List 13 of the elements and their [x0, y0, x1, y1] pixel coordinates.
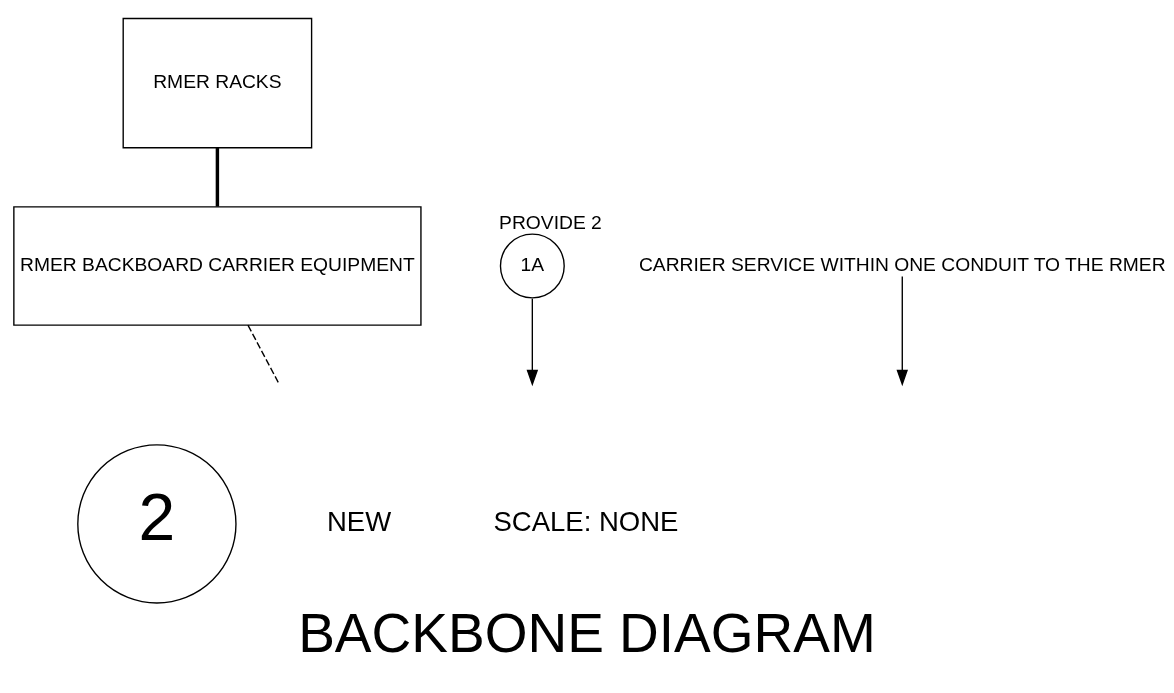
connector — [247, 324, 280, 385]
diagram-title: BACKBONE DIAGRAM — [298, 602, 876, 665]
node-circle: 1A — [499, 233, 565, 299]
arrow — [526, 298, 539, 387]
node-text: CARRIER SERVICE WITHIN ONE CONDUIT TO THE RMER — [638, 254, 1166, 276]
connector — [215, 148, 220, 207]
label: SCALE: NONE — [493, 505, 679, 537]
arrow — [896, 275, 909, 387]
node-label: PROVIDE 2 — [499, 211, 602, 233]
node-box: RMER BACKBOARD CARRIER EQUIPMENT — [13, 206, 422, 326]
node-box: RMER RACKS — [122, 17, 313, 149]
node-circle: 2 — [77, 444, 237, 604]
label: NEW — [326, 505, 392, 537]
